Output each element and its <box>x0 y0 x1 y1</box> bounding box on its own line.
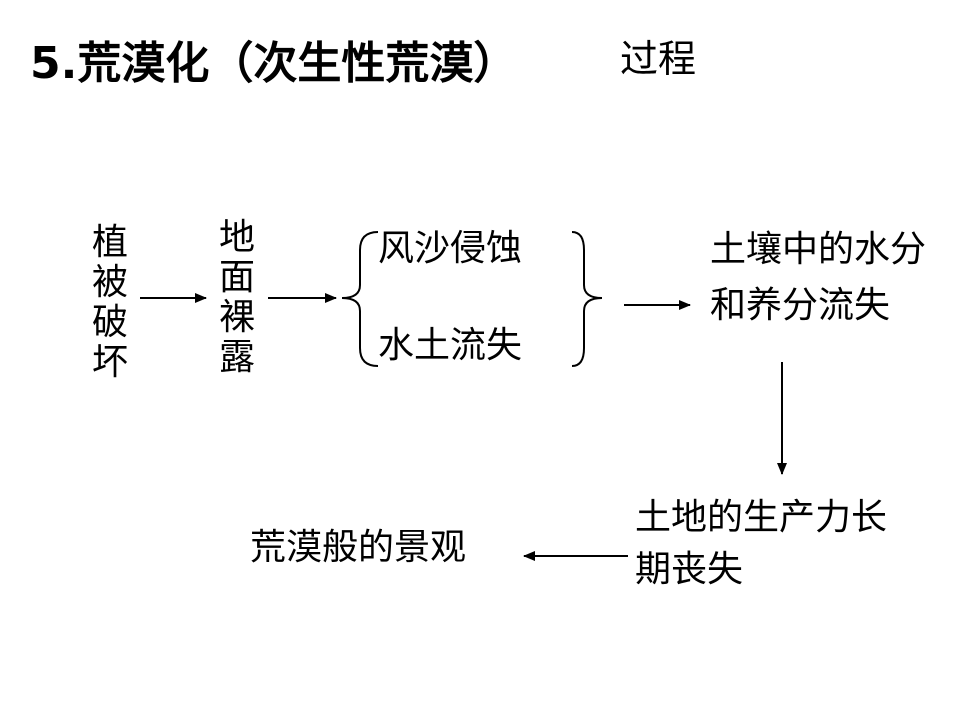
node-productivity-loss: 土地的生产力长期丧失 <box>635 497 888 590</box>
node-desert-landscape: 荒漠般的景观 <box>250 527 467 568</box>
right-brace <box>571 231 603 367</box>
slide-title: 5.荒漠化（次生性荒漠） <box>30 38 518 89</box>
node-nutrient-loss: 土壤中的水分和养分流失 <box>710 229 927 326</box>
node-wind-erosion: 风沙侵蚀 <box>378 228 523 269</box>
slide-title-suffix: 过程 <box>620 37 697 81</box>
left-brace <box>341 231 379 367</box>
node-soil-erosion: 水土流失 <box>378 325 523 366</box>
node-vegetation-damage: 植被破坏 <box>91 222 128 383</box>
node-bare-ground: 地面裸露 <box>218 217 255 378</box>
